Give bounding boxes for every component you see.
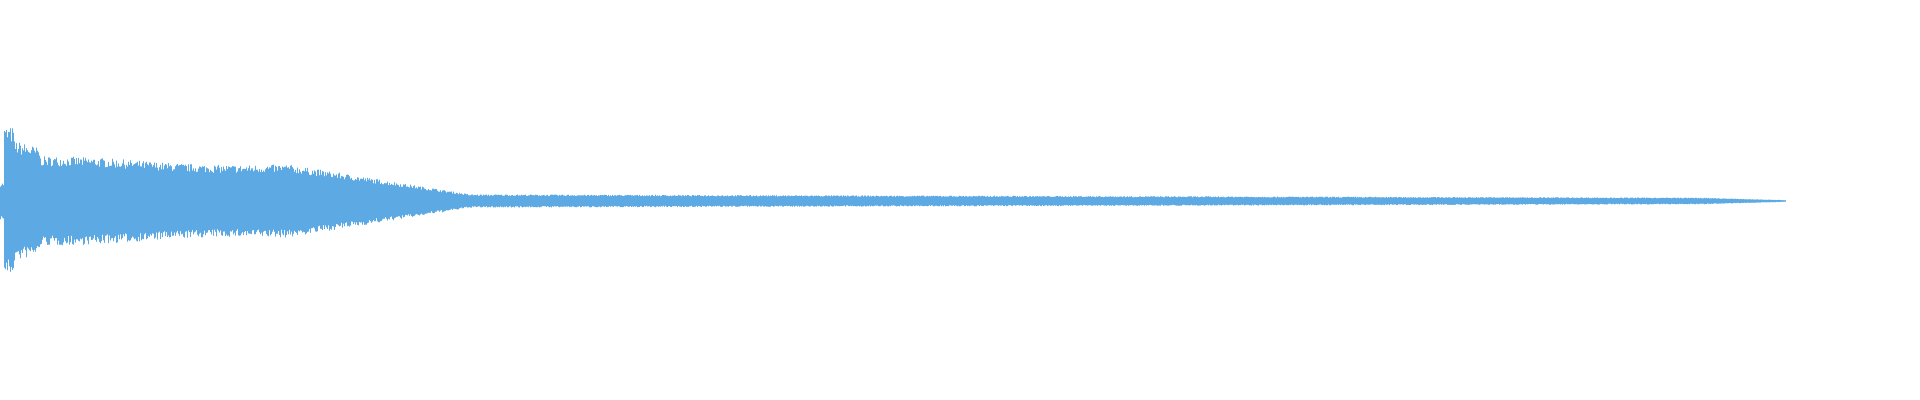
waveform-samples	[0, 128, 1786, 272]
waveform-trace	[0, 128, 1786, 272]
